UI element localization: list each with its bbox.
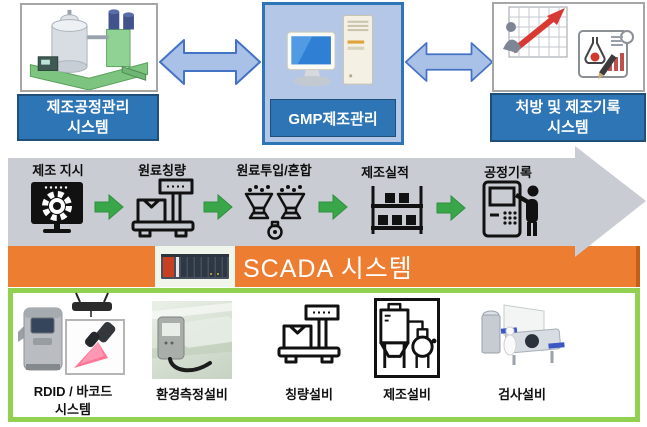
right-system-label-line1: 처방 및 제조기록 (515, 99, 621, 116)
inspection-equipment-image (481, 304, 565, 365)
equipment-label-environment: 환경측정설비 (156, 387, 228, 402)
bidirectional-arrow-left (159, 39, 261, 85)
equipment-label-rfid-line1: RDID / 바코드 (33, 384, 113, 399)
gmp-system-box: GMP제조관리 (262, 2, 404, 145)
scada-band (8, 246, 640, 287)
step-label-2: 원료칭량 (138, 163, 186, 178)
step-label-4: 제조실적 (361, 165, 409, 180)
green-arrow-icon (94, 193, 124, 221)
center-system-label-text: GMP제조관리 (288, 110, 378, 128)
rfid-barcode-scanner-image (18, 292, 125, 375)
chart-and-report-icon (503, 6, 634, 79)
green-arrow-icon (203, 193, 233, 221)
step-label-3: 원료투입/혼합 (236, 163, 312, 178)
manufacturing-equipment-image (20, 3, 158, 92)
equipment-label-inspection: 검사설비 (498, 387, 546, 402)
mixing-funnels-icon (244, 185, 306, 240)
manufacturing-tank-icon (379, 302, 437, 368)
step-label-5: 공정기록 (484, 165, 532, 180)
center-system-label: GMP제조관리 (270, 99, 396, 137)
plc-controller-image (155, 246, 235, 287)
green-arrow-icon (318, 193, 348, 221)
left-system-label: 제조공정관리 시스템 (17, 94, 159, 141)
left-system-label-line2: 시스템 (67, 118, 109, 136)
computer-workstation-icon (286, 15, 374, 87)
plc-rack-icon (161, 254, 229, 279)
green-arrow-icon (436, 194, 466, 222)
weighing-scale-icon (131, 178, 195, 238)
scada-title: SCADA 시스템 (243, 246, 413, 287)
manufacturing-equipment-icon (29, 8, 149, 90)
right-system-label: 처방 및 제조기록 시스템 (490, 93, 646, 142)
scada-title-text: SCADA 시스템 (243, 254, 413, 283)
kiosk-operator-icon (482, 180, 539, 238)
environment-measurement-image (147, 301, 239, 379)
equipment-label-manufacturing: 제조설비 (383, 387, 431, 402)
right-system-label-line2: 시스템 (547, 118, 589, 136)
left-system-label-line1: 제조공정관리 (46, 99, 130, 116)
equipment-label-rfid-line2: 시스템 (55, 402, 91, 417)
monitor-gear-icon (31, 182, 83, 233)
weighing-scale-icon (277, 304, 341, 364)
step-label-1: 제조 지시 (32, 163, 84, 178)
bidirectional-arrow-right (404, 42, 494, 82)
storage-rack-icon (371, 186, 423, 234)
manufacturing-equipment-frame (374, 298, 440, 378)
records-chart-image (492, 2, 645, 92)
environment-device-icon (147, 302, 239, 373)
equipment-label-weighing: 칭량설비 (285, 387, 333, 402)
